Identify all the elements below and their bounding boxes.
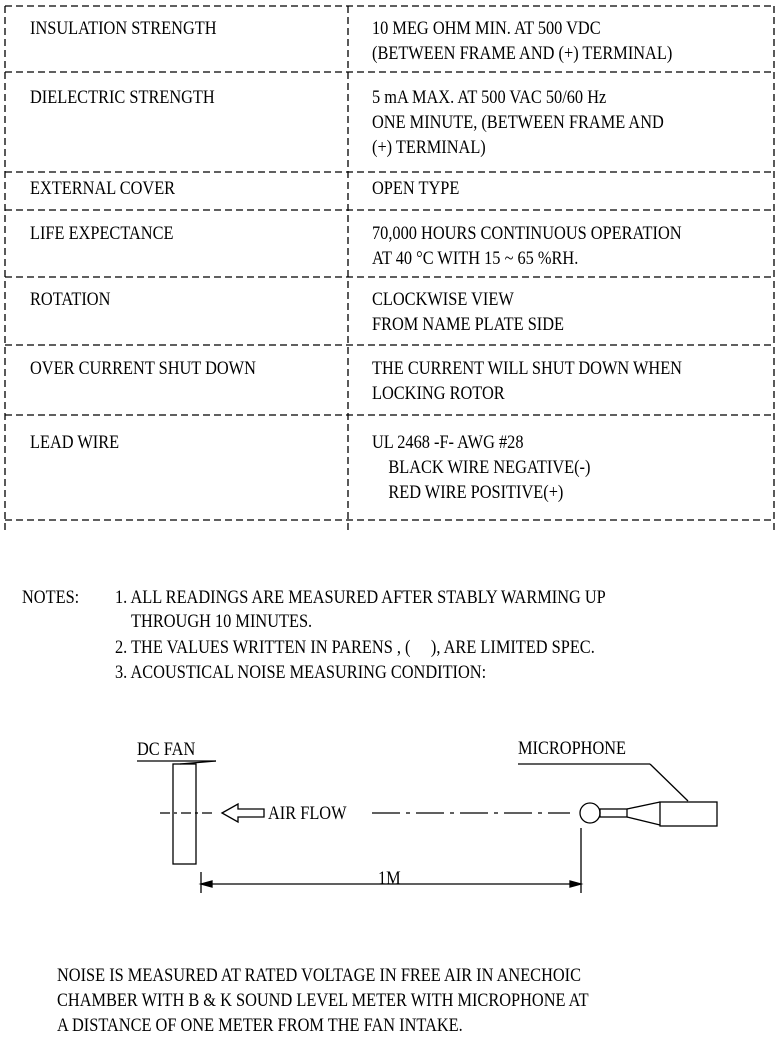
- microphone-label: MICROPHONE: [518, 738, 627, 759]
- row-label: OVER CURRENT SHUT DOWN: [30, 358, 256, 379]
- airflow-label: AIR FLOW: [268, 803, 347, 824]
- row-value: FROM NAME PLATE SIDE: [372, 314, 565, 335]
- row-label: LEAD WIRE: [30, 432, 120, 453]
- fan-label: DC FAN: [137, 739, 196, 760]
- table-grid: [4, 5, 775, 530]
- row-value: 5 mA MAX. AT 500 VAC 50/60 Hz: [372, 87, 607, 108]
- row-label: LIFE EXPECTANCE: [30, 223, 174, 244]
- airflow-arrow-icon: [220, 802, 265, 824]
- row-value: RED WIRE POSITIVE(+): [372, 482, 564, 503]
- note-item: 1. ALL READINGS ARE MEASURED AFTER STABL…: [115, 587, 606, 608]
- distance-label: 1M: [378, 868, 401, 889]
- row-value: (BETWEEN FRAME AND (+) TERMINAL): [372, 43, 673, 64]
- row-value: AT 40 °C WITH 15 ~ 65 %RH.: [372, 248, 579, 269]
- footer-line: NOISE IS MEASURED AT RATED VOLTAGE IN FR…: [57, 965, 582, 986]
- row-label: DIELECTRIC STRENGTH: [30, 87, 215, 108]
- footer-line: CHAMBER WITH B & K SOUND LEVEL METER WIT…: [57, 990, 589, 1011]
- row-value: 10 MEG OHM MIN. AT 500 VDC: [372, 18, 601, 39]
- row-value: CLOCKWISE VIEW: [372, 289, 514, 310]
- notes-heading: NOTES:: [22, 587, 80, 608]
- row-label: INSULATION STRENGTH: [30, 18, 217, 39]
- row-value: OPEN TYPE: [372, 178, 460, 199]
- footer-line: A DISTANCE OF ONE METER FROM THE FAN INT…: [57, 1015, 463, 1036]
- note-item: 3. ACOUSTICAL NOISE MEASURING CONDITION:: [115, 662, 487, 683]
- noise-diagram: [137, 760, 718, 893]
- note-item: 2. THE VALUES WRITTEN IN PARENS , ( ), A…: [115, 637, 595, 658]
- row-value: THE CURRENT WILL SHUT DOWN WHEN: [372, 358, 682, 379]
- microphone-head: [579, 802, 601, 824]
- row-label: ROTATION: [30, 289, 111, 310]
- row-value: ONE MINUTE, (BETWEEN FRAME AND: [372, 112, 664, 133]
- microphone-body: [659, 801, 718, 827]
- row-label: EXTERNAL COVER: [30, 178, 176, 199]
- row-value: 70,000 HOURS CONTINUOUS OPERATION: [372, 223, 682, 244]
- row-value: (+) TERMINAL): [372, 137, 486, 158]
- row-value: BLACK WIRE NEGATIVE(-): [372, 457, 591, 478]
- note-item: THROUGH 10 MINUTES.: [115, 611, 313, 632]
- fan-shape: [172, 763, 197, 865]
- row-value: LOCKING ROTOR: [372, 383, 505, 404]
- row-value: UL 2468 -F- AWG #28: [372, 432, 524, 453]
